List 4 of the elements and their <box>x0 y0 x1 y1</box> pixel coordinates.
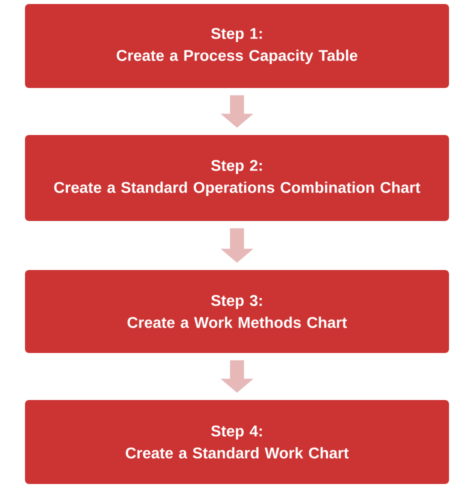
process-box: Step 2: Create a Standard Operations Combination Chart <box>25 135 449 221</box>
process-box: Step 3: Create a Work Methods Chart <box>25 270 449 353</box>
process-box: Step 4: Create a Standard Work Chart <box>25 400 449 484</box>
process-box: Step 1: Create a Process Capacity Table <box>25 4 449 88</box>
